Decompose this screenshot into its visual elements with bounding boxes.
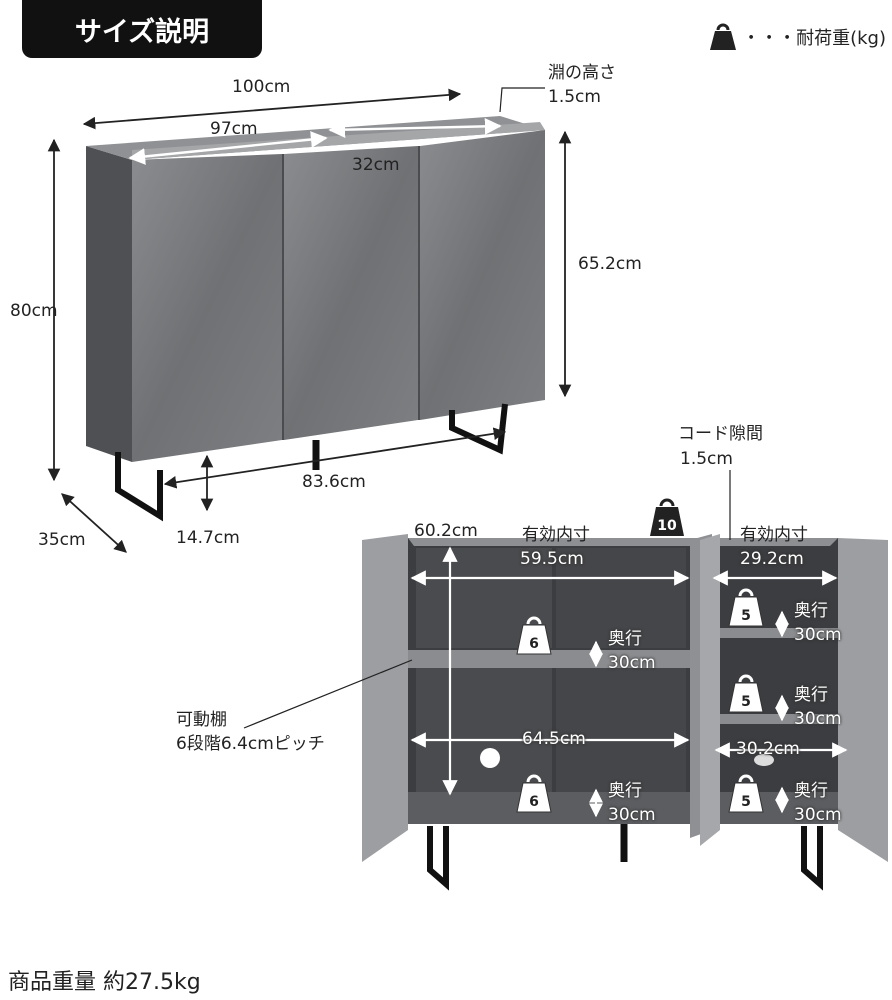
svg-text:10: 10 (657, 518, 677, 534)
left-inner-width-label: 64.5cm (522, 729, 586, 749)
right-effective-label: 有効内寸 (740, 525, 808, 545)
legend-dots: ・・・ (742, 28, 797, 49)
svg-text:5: 5 (741, 694, 751, 710)
depth-label: 35cm (38, 530, 86, 550)
body-height-label: 65.2cm (578, 254, 642, 274)
depth-left-shelf-value: 30cm (608, 653, 656, 673)
depth-right-bottom-value: 30cm (794, 805, 842, 825)
svg-text:6: 6 (529, 794, 539, 810)
interior-height-label: 60.2cm (414, 521, 478, 541)
inner-width-label: 97cm (210, 119, 258, 139)
left-effective-label: 有効内寸 (522, 525, 590, 545)
depth-right-mid-label: 奥行 (794, 685, 828, 705)
shelf-description: 6段階6.4cmピッチ (176, 734, 325, 754)
inner-depth-label: 32cm (352, 155, 400, 175)
height-label: 80cm (10, 301, 58, 321)
cord-gap-label: コード隙間 (678, 424, 763, 444)
weight-icon-right-top: 5 (728, 588, 764, 627)
page-title: サイズ説明 (22, 0, 262, 58)
product-weight: 商品重量 約27.5kg (8, 970, 201, 995)
depth-right-top-label: 奥行 (794, 601, 828, 621)
lip-height-value: 1.5cm (548, 87, 601, 107)
depth-right-top-value: 30cm (794, 625, 842, 645)
load-legend: ・・・ 耐荷重(kg) (708, 22, 886, 52)
right-effective-value: 29.2cm (740, 549, 804, 569)
svg-text:5: 5 (741, 794, 751, 810)
cabinet-front-view (86, 116, 545, 522)
leg-span-label: 83.6cm (302, 472, 366, 492)
depth-right-bottom-label: 奥行 (794, 781, 828, 801)
depth-left-bottom-label: 奥行 (608, 781, 642, 801)
width-label: 100cm (232, 77, 291, 97)
depth-right-mid-value: 30cm (794, 709, 842, 729)
cord-gap-value: 1.5cm (680, 449, 733, 469)
svg-text:5: 5 (741, 608, 751, 624)
weight-icon-right-mid: 5 (728, 674, 764, 713)
legend-label: 耐荷重(kg) (796, 28, 886, 49)
left-effective-value: 59.5cm (520, 549, 584, 569)
depth-left-bottom-value: 30cm (608, 805, 656, 825)
weight-icon-right-bottom: 5 (728, 774, 764, 813)
right-inner-width-label: 30.2cm (736, 739, 800, 759)
weight-icon-left-shelf: 6 (516, 616, 552, 655)
svg-text:6: 6 (529, 636, 539, 652)
shelf-label: 可動棚 (176, 710, 227, 730)
weight-icon-top: 10 (650, 498, 684, 536)
weight-icon (710, 23, 737, 50)
lip-height-label: 淵の高さ (548, 63, 616, 83)
depth-left-shelf-label: 奥行 (608, 629, 642, 649)
leg-height-label: 14.7cm (176, 528, 240, 548)
weight-icon-left-bottom: 6 (516, 774, 552, 813)
